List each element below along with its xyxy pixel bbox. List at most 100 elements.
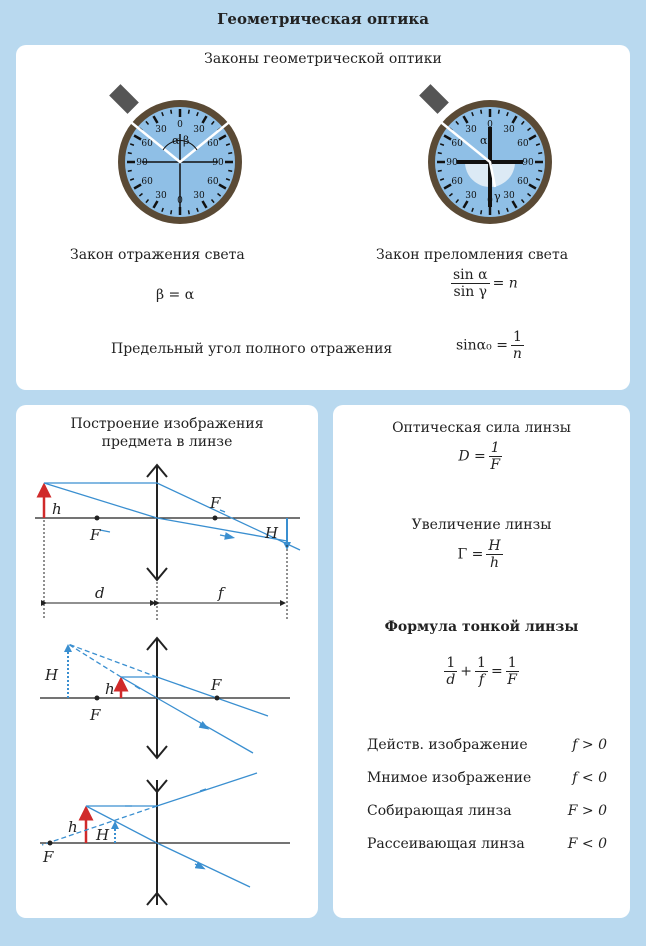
dial-tick: [133, 134, 142, 141]
label-h: h: [68, 818, 78, 836]
thin-lens-label: Формула тонкой линзы: [384, 619, 579, 635]
dial-tick: [437, 152, 442, 155]
dial-tick-label: 60: [451, 177, 463, 187]
diverging-lens-diagram: [40, 772, 290, 906]
dial-tick: [133, 183, 142, 190]
ray: [43, 482, 288, 542]
dial-tick: [127, 152, 132, 155]
label-F: F: [42, 848, 54, 866]
dial-tick: [443, 134, 452, 141]
dial-tick: [161, 207, 164, 213]
dial-tick-label: 30: [193, 191, 205, 201]
dial-tick: [217, 192, 222, 197]
dial-tick: [225, 178, 231, 181]
critical-num: 1: [510, 329, 524, 346]
construction-panel: Построение изображения предмета в линзе: [16, 405, 318, 918]
label-H: H: [44, 666, 59, 684]
label-d: d: [95, 584, 105, 602]
sign-rule-row: Собирающая линза F > 0: [367, 803, 607, 819]
dial-tick-label: 60: [451, 139, 463, 149]
reflection-label: Закон отражения света: [70, 247, 245, 263]
rule-condition: F < 0: [567, 836, 607, 852]
sin-alpha: sin α: [451, 267, 490, 284]
dial-tick-label: 30: [155, 191, 167, 201]
dial-tick: [145, 120, 150, 125]
label-F: F: [209, 494, 221, 512]
dial-tick: [506, 207, 509, 213]
dial-tick: [152, 115, 159, 124]
angle-alpha-label: α: [480, 134, 488, 147]
r-num: 1: [505, 655, 519, 672]
converging-virtual-image-diagram: [40, 636, 290, 760]
dial-tick: [497, 109, 500, 114]
rule-condition: F > 0: [567, 803, 607, 819]
dial-tick-label: 90: [522, 158, 534, 168]
dial-tick: [520, 120, 525, 125]
power-label: Оптическая сила линзы: [392, 420, 571, 436]
dial-tick: [538, 169, 543, 172]
t2-num: 1: [475, 655, 488, 672]
t2-den: f: [478, 672, 485, 688]
dial-tick: [528, 183, 537, 190]
dial-tick-label: 30: [503, 125, 515, 135]
refraction-rhs: = n: [492, 275, 518, 292]
dial-tick: [480, 210, 483, 215]
knob: [419, 84, 449, 114]
dial-tick: [439, 143, 445, 146]
dial-tick: [201, 200, 208, 209]
focus-point: [212, 515, 218, 521]
dial-tick: [520, 199, 525, 204]
t1-den: d: [446, 672, 456, 688]
dial-tick: [462, 200, 469, 209]
dial-tick: [535, 178, 541, 181]
dial-tick: [138, 192, 143, 197]
dial-tick: [527, 127, 532, 132]
critical-den: n: [512, 346, 522, 362]
rule-condition: f < 0: [572, 770, 607, 786]
light-ray: [436, 118, 497, 188]
dials: 0306090603003060906030αβ0306090603003060…: [109, 84, 552, 224]
dial-tick-label: 60: [141, 177, 153, 187]
dial-tick: [462, 115, 469, 124]
ray: [85, 805, 251, 888]
dial-tick: [129, 178, 135, 181]
dial-tick-label: 60: [207, 177, 219, 187]
dial-tick: [228, 169, 233, 172]
heading-line2: предмета в линзе: [101, 434, 233, 450]
power-den: F: [490, 457, 501, 473]
dial-tick: [210, 199, 215, 204]
dial-tick: [196, 207, 199, 213]
dial-tick-label: 30: [503, 191, 515, 201]
dial-tick: [455, 120, 460, 125]
reflection-formula: β = α: [156, 287, 195, 303]
power-num: 1: [488, 440, 502, 457]
dial-tick: [471, 207, 474, 213]
dial-tick-label: 90: [212, 158, 224, 168]
refraction-label: Закон преломления света: [376, 247, 569, 263]
dial-tick: [196, 111, 199, 117]
dial-tick: [527, 192, 532, 197]
ray: [120, 676, 254, 754]
dial-tick: [127, 169, 132, 172]
dial-tick-label: 90: [446, 158, 458, 168]
reflection-dial: 0306090603003060906030αβ: [109, 84, 242, 224]
dial-tick: [228, 152, 233, 155]
dial-tick: [506, 111, 509, 117]
label-h: h: [105, 680, 115, 698]
dial-tick-label: 60: [207, 139, 219, 149]
dial-tick: [187, 109, 190, 114]
dial-tick: [170, 109, 173, 114]
dial-tick: [538, 152, 543, 155]
sin-gamma: sin γ: [453, 284, 488, 300]
lens-diagrams: h F F H d f H h F F h H F: [35, 463, 301, 906]
focus-point: [94, 515, 100, 521]
rule-label: Собирающая линза: [367, 803, 512, 819]
label-f: f: [217, 584, 226, 602]
dial-tick: [187, 210, 190, 215]
angle-alpha-label: α: [172, 134, 180, 147]
